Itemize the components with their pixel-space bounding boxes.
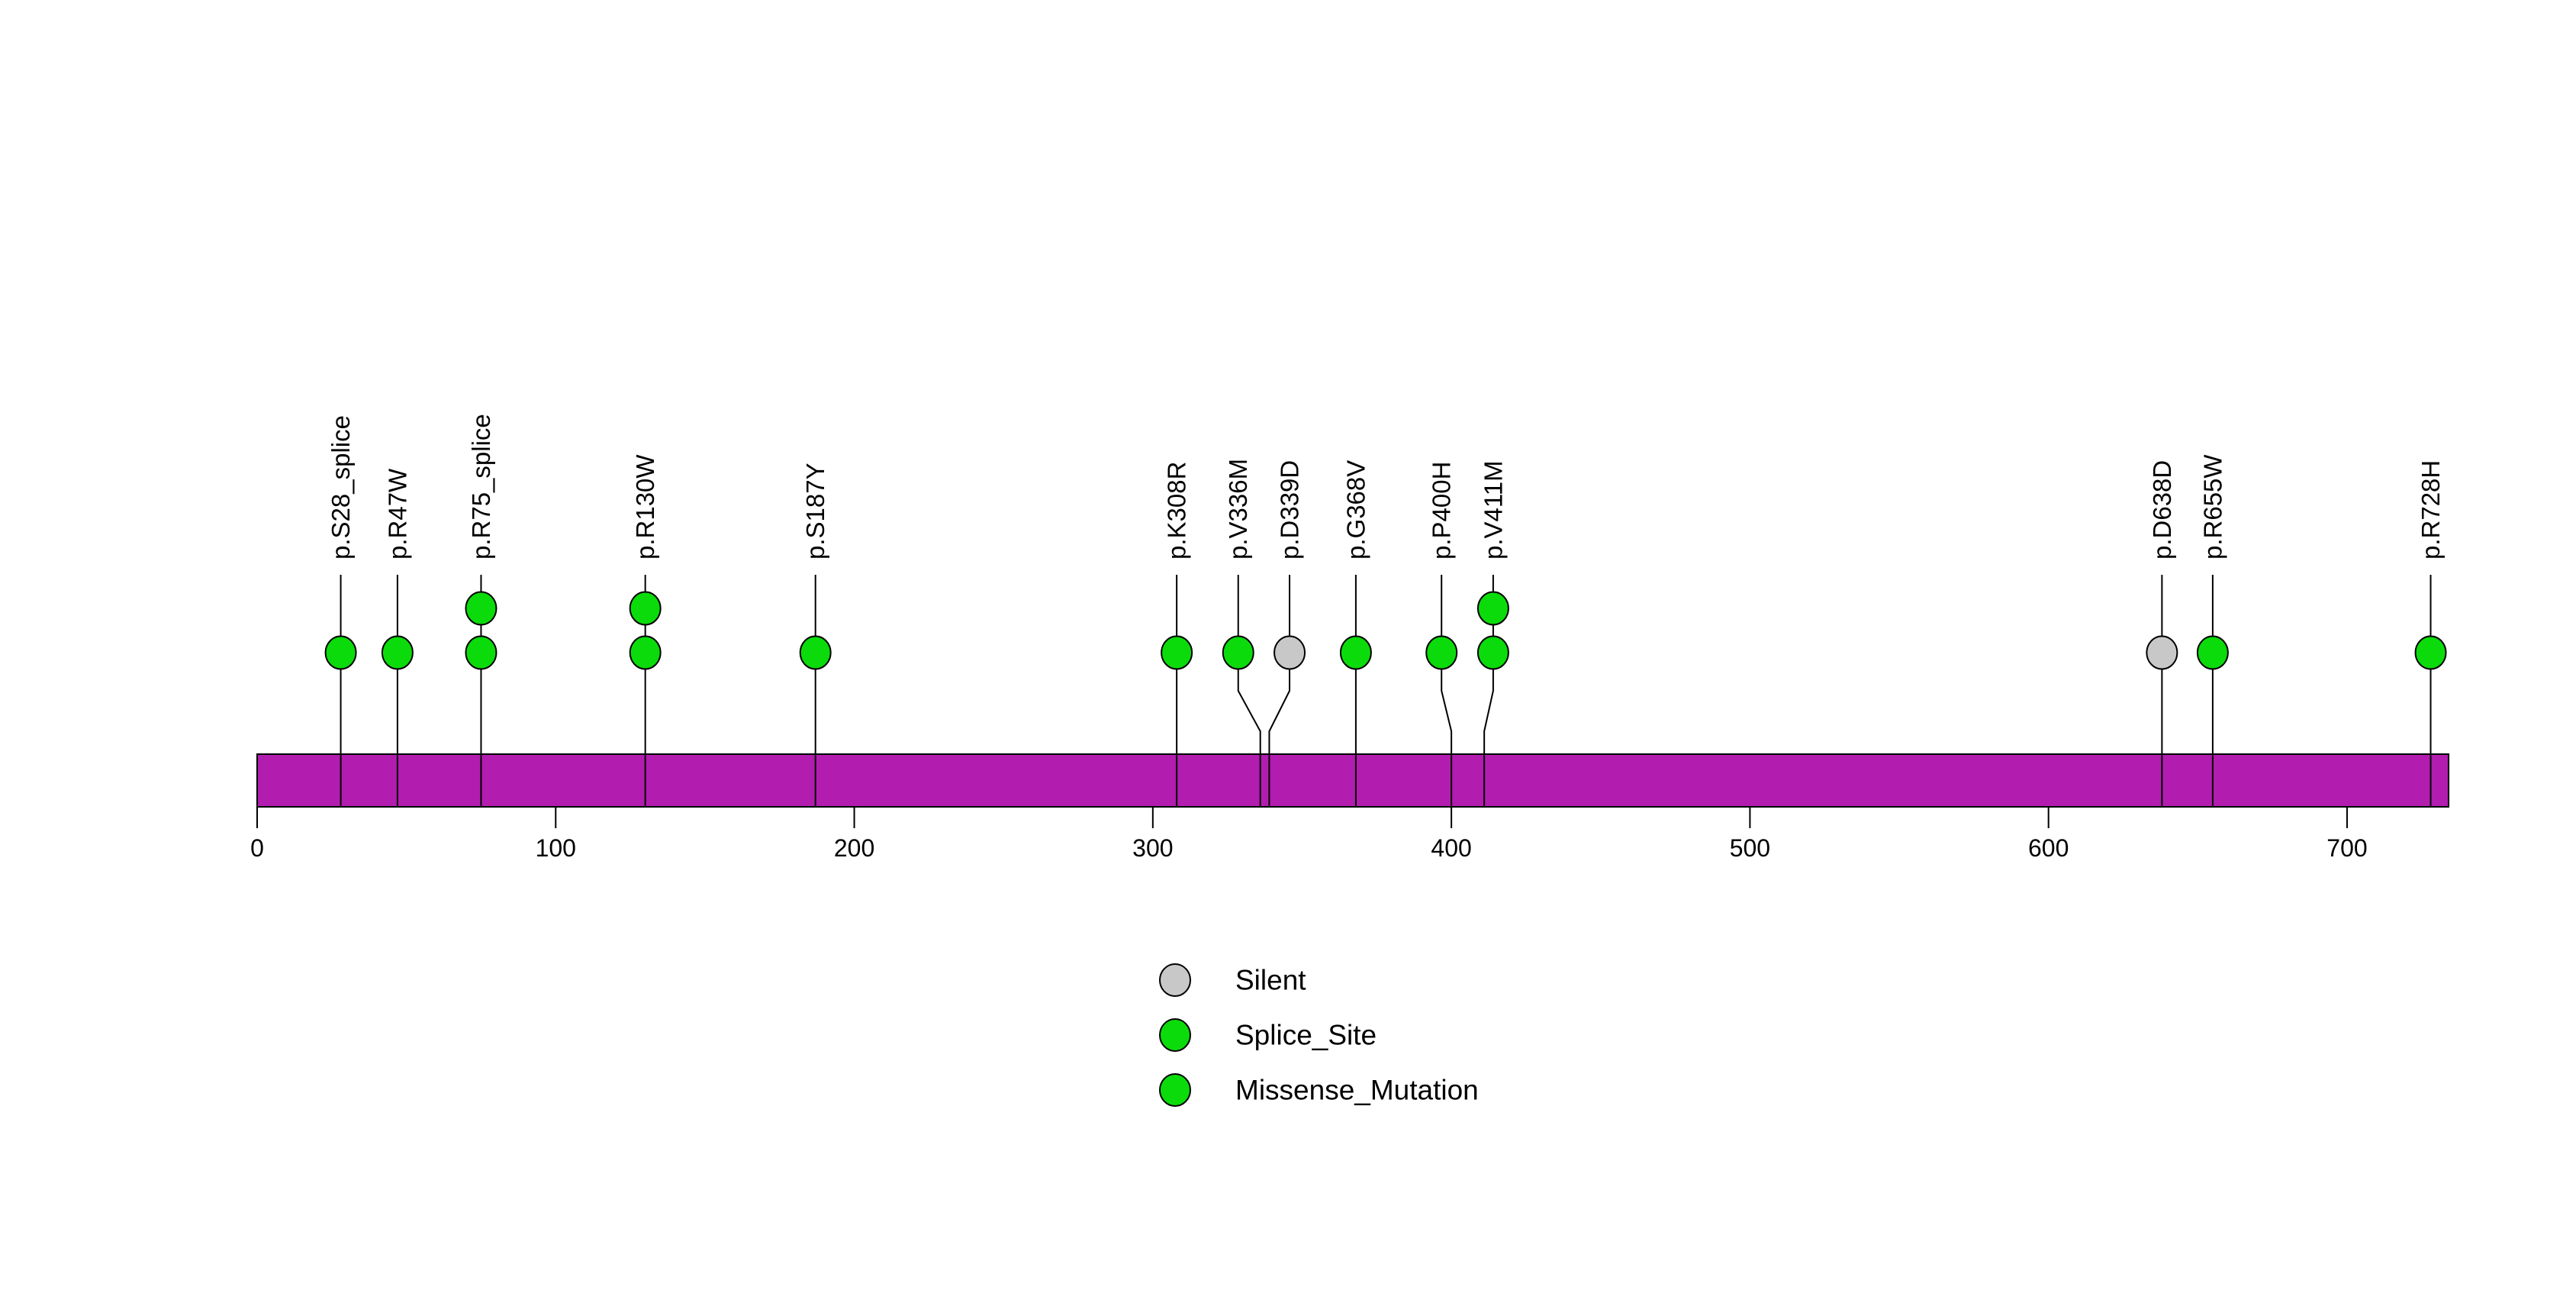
mutation-label: p.R728H — [2417, 460, 2445, 560]
mutation-label: p.K308R — [1163, 462, 1191, 560]
lollipop-stick — [1441, 575, 1453, 807]
lollipop-circle-missense_mutation — [1476, 591, 1509, 626]
legend-item: Missense_Mutation — [1159, 1073, 1479, 1107]
lollipop-circle-splice_site — [324, 635, 357, 670]
mutation-label: p.R655W — [2198, 454, 2227, 560]
lollipop-circle-missense_mutation — [629, 635, 662, 670]
lollipop-circle-missense_mutation — [799, 635, 832, 670]
axis-tick-label: 200 — [834, 834, 874, 862]
lollipop-circle-splice_site — [465, 591, 497, 626]
mutation-label: p.V411M — [1479, 460, 1507, 560]
mutation-label: p.S187Y — [801, 463, 829, 560]
legend-swatch — [1159, 1073, 1191, 1107]
mutation-label: p.D638D — [2148, 460, 2176, 560]
lollipop-stick — [1237, 575, 1261, 807]
lollipop-circle-splice_site — [465, 635, 497, 670]
mutation-label: p.R47W — [383, 468, 411, 560]
mutation-label: p.R130W — [631, 454, 659, 560]
mutation-label: p.S28_splice — [327, 415, 355, 560]
lollipop-circle-missense_mutation — [1339, 635, 1372, 670]
legend-item: Silent — [1159, 963, 1306, 997]
legend-label: Missense_Mutation — [1235, 1075, 1479, 1106]
mutation-label: p.G368V — [1341, 460, 1370, 560]
mutation-label: p.R75_splice — [467, 414, 495, 560]
legend-label: Silent — [1235, 965, 1306, 996]
lollipop-circle-missense_mutation — [2196, 635, 2229, 670]
lollipop-circle-missense_mutation — [1222, 635, 1254, 670]
lollipop-circle-missense_mutation — [381, 635, 414, 670]
axis-tick-label: 300 — [1132, 834, 1173, 862]
lollipop-stick — [1483, 575, 1494, 807]
lollipop-circle-missense_mutation — [1425, 635, 1458, 670]
legend-label: Splice_Site — [1235, 1020, 1377, 1051]
lollipop-circle-silent — [2146, 635, 2178, 670]
axis-tick-label: 400 — [1431, 834, 1471, 862]
lollipop-circle-missense_mutation — [1161, 635, 1193, 670]
axis-tick-label: 700 — [2326, 834, 2367, 862]
lollipop-circle-missense_mutation — [1476, 635, 1509, 670]
legend-swatch — [1159, 1018, 1191, 1052]
axis-tick-label: 0 — [250, 834, 264, 862]
legend-swatch — [1159, 963, 1191, 997]
protein-bar — [256, 753, 2449, 808]
axis-tick-label: 500 — [1730, 834, 1770, 862]
axis-tick-label: 100 — [536, 834, 576, 862]
mutation-label: p.V336M — [1224, 459, 1252, 560]
mutation-label: p.P400H — [1428, 462, 1456, 560]
lollipop-circle-missense_mutation — [629, 591, 662, 626]
legend-item: Splice_Site — [1159, 1018, 1377, 1052]
lollipop-circle-silent — [1274, 635, 1306, 670]
mutation-label: p.D339D — [1276, 460, 1304, 560]
axis-tick-label: 600 — [2028, 834, 2069, 862]
lollipop-circle-missense_mutation — [2414, 635, 2447, 670]
lollipop-stick — [1268, 575, 1291, 807]
